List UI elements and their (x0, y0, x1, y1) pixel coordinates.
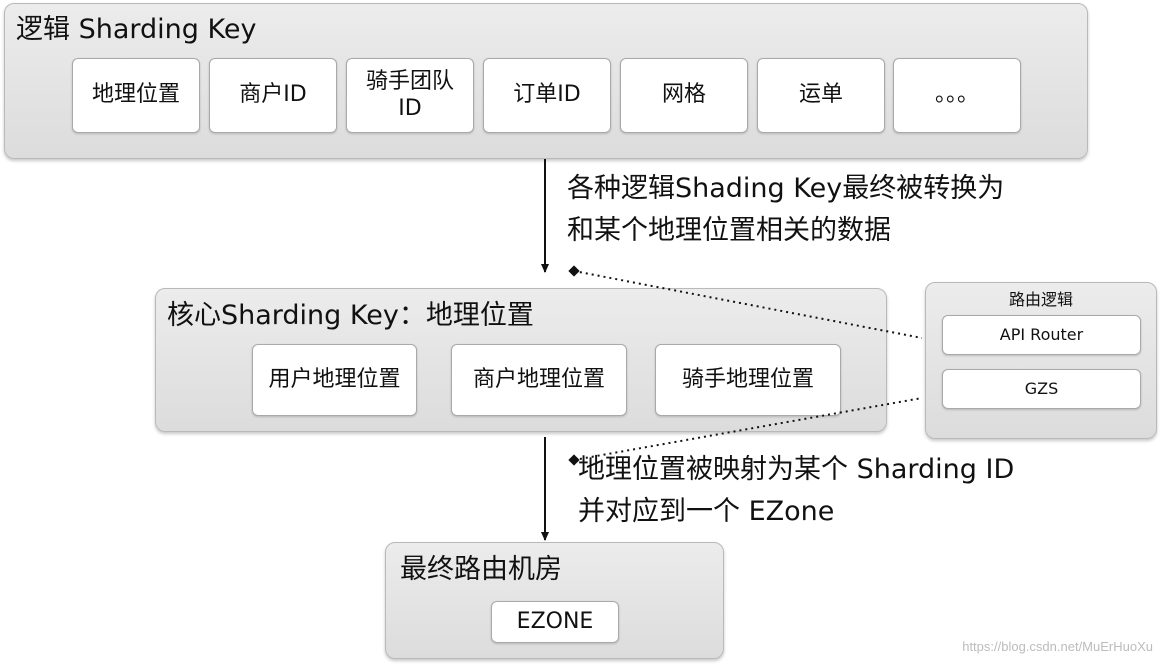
logic-key-geo-location: 地理位置 (72, 58, 200, 133)
api-router-box: API Router (942, 315, 1141, 355)
source-watermark: https://blog.csdn.net/MuErHuoXu (962, 639, 1153, 654)
user-geo-location: 用户地理位置 (252, 344, 417, 416)
logic-key-merchant-id: 商户ID (209, 58, 337, 133)
conversion-note-line2: 和某个地理位置相关的数据 (567, 215, 891, 246)
conversion-note: 各种逻辑Shading Key最终被转换为 和某个地理位置相关的数据 (567, 168, 1004, 252)
gzs-box: GZS (942, 369, 1141, 409)
logic-group-title: 逻辑 Sharding Key (16, 14, 257, 45)
conversion-note-line1: 各种逻辑Shading Key最终被转换为 (567, 173, 1005, 204)
ezone-box: EZONE (491, 601, 619, 643)
gzs-link-diamond (568, 454, 580, 466)
logic-key-waybill: 运单 (757, 58, 885, 133)
logic-sharding-key-group: 逻辑 Sharding Key 地理位置 商户ID 骑手团队ID 订单ID 网格… (4, 3, 1088, 159)
final-routing-room-group: 最终路由机房 EZONE (385, 542, 724, 659)
rider-geo-location: 骑手地理位置 (655, 344, 841, 416)
mapping-note-line1: 地理位置被映射为某个 Sharding ID (578, 454, 1015, 485)
final-group-title: 最终路由机房 (400, 554, 562, 585)
logic-key-order-id: 订单ID (483, 58, 611, 133)
merchant-geo-location: 商户地理位置 (451, 344, 627, 416)
logic-key-ellipsis: 。。。 (893, 58, 1021, 133)
mapping-note: 地理位置被映射为某个 Sharding ID 并对应到一个 EZone (578, 449, 1014, 533)
core-group-title: 核心Sharding Key：地理位置 (167, 300, 534, 331)
routing-logic-group: 路由逻辑 API Router GZS (925, 282, 1157, 439)
dotted-api-router-link (573, 270, 923, 339)
logic-key-grid: 网格 (620, 58, 748, 133)
logic-key-rider-team-id: 骑手团队ID (346, 58, 474, 133)
core-sharding-key-group: 核心Sharding Key：地理位置 用户地理位置 商户地理位置 骑手地理位置 (155, 288, 887, 432)
routing-logic-title: 路由逻辑 (1008, 290, 1073, 309)
dotted-gzs-link (573, 397, 923, 461)
mapping-note-line2: 并对应到一个 EZone (578, 496, 835, 527)
api-router-link-diamond (568, 265, 580, 277)
